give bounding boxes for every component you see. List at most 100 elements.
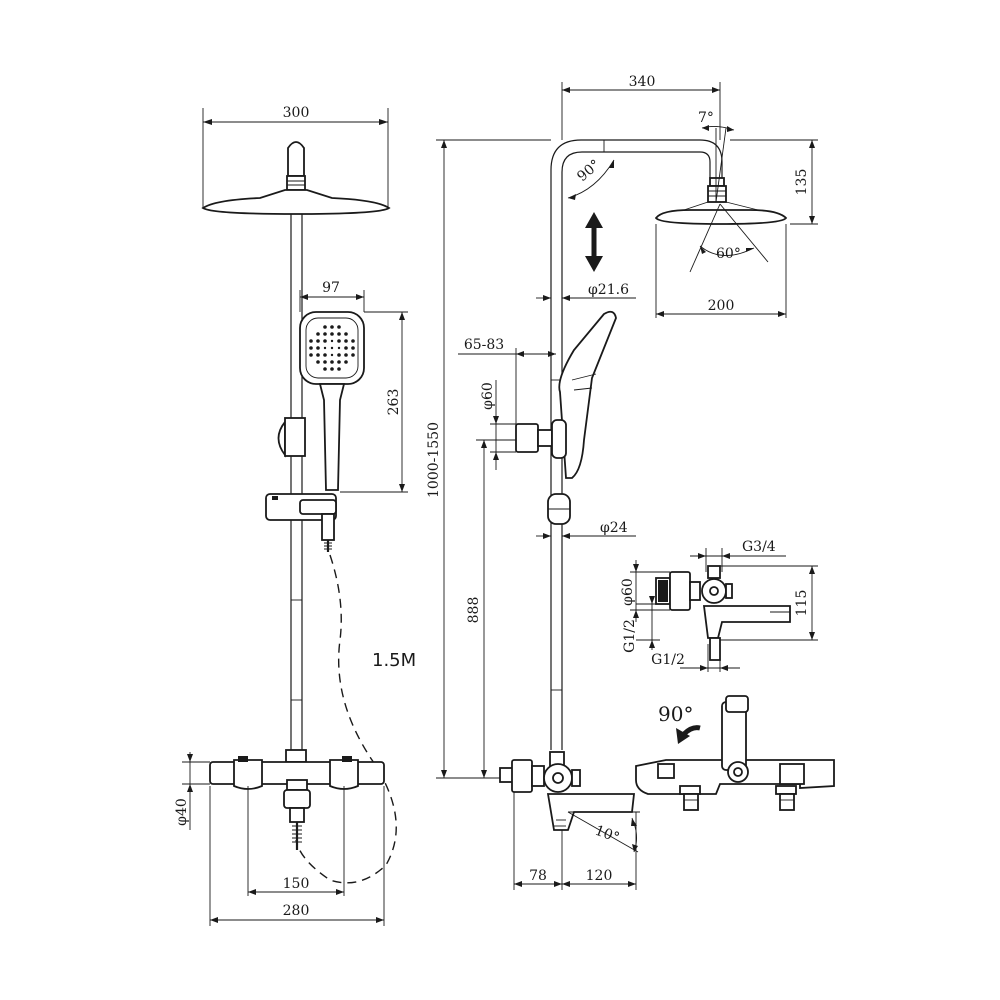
label-detail-height: 115: [794, 590, 810, 617]
nozzle-dot: [316, 353, 320, 357]
nozzle-dot: [351, 353, 355, 357]
mixer-body-front: [209, 749, 385, 850]
label-arm-angle: 90°: [574, 157, 603, 185]
nozzle-dot: [337, 325, 341, 329]
nozzle-dot: [330, 346, 334, 350]
nozzle-dot: [344, 360, 348, 364]
dim-spout: 78 120: [513, 792, 637, 890]
spout-angle-annotation: 10°: [567, 811, 640, 853]
label-spout-depth: 78: [529, 868, 547, 884]
label-mixer-width: 280: [283, 903, 310, 919]
hand-shower-nozzles: [309, 325, 355, 371]
label-inlet-height: 888: [466, 597, 482, 624]
nozzle-dot: [330, 360, 334, 364]
nozzle-dot: [323, 339, 327, 343]
dim-pipe-diameter-top: φ21.6: [536, 282, 636, 301]
front-view: 300 97: [174, 105, 416, 926]
slider-side: [547, 493, 571, 525]
riser-and-arm-side: [550, 139, 727, 750]
label-total-height: 1000-1550: [426, 422, 442, 498]
spray-angle-annotation: 60°: [689, 203, 769, 273]
dim-inlet-height: 888: [466, 439, 516, 778]
label-spout-length: 120: [586, 868, 613, 884]
overhead-shower-front: [201, 141, 391, 215]
arm-angle-annotation: 90°: [567, 157, 615, 200]
nozzle-dot: [330, 325, 334, 329]
nozzle-dot: [309, 353, 313, 357]
dim-arm-length: 340: [561, 74, 721, 140]
nozzle-dot: [323, 332, 327, 336]
nozzle-dot: [351, 346, 355, 350]
label-pipe-diameter-top: φ21.6: [588, 282, 629, 298]
label-mixer-diameter: φ40: [174, 798, 190, 826]
dim-mixer-diameter: φ40: [174, 752, 210, 830]
wall-bracket-front: [277, 417, 306, 458]
dim-bracket-diameter: φ60: [480, 380, 516, 470]
height-adjust-arrow: [585, 212, 603, 272]
nozzle-dot: [337, 360, 341, 364]
label-spout-angle: 10°: [593, 823, 622, 847]
label-detail-diameter: φ60: [620, 578, 636, 606]
nozzle-dot: [316, 332, 320, 336]
nozzle-dot: [316, 360, 320, 364]
nozzle-dot: [344, 332, 348, 336]
wall-bracket-side: [515, 419, 567, 459]
dim-handshower-width: 97: [299, 280, 365, 312]
side-view: 340 90° 7°: [426, 74, 818, 890]
nozzle-dot: [330, 332, 334, 336]
nozzle-dot: [309, 339, 313, 343]
detail-view-handle-rotation: 90°: [635, 695, 835, 811]
dim-head-diameter: 200: [655, 224, 787, 318]
head-tilt-annotation: 7°: [698, 110, 735, 203]
nozzle-dot: [309, 346, 313, 350]
label-thread-top: G3/4: [742, 539, 776, 555]
nozzle-dot: [316, 346, 320, 350]
nozzle-dot: [323, 353, 327, 357]
label-handshower-height: 263: [386, 389, 402, 416]
hose-dashed: [295, 554, 397, 884]
nozzle-dot: [337, 346, 341, 350]
nozzle-dot: [337, 339, 341, 343]
dim-mixer-width: 280: [209, 786, 385, 926]
nozzle-dot: [344, 339, 348, 343]
dim-arm-height: 135: [730, 139, 818, 225]
label-slider-diameter: φ24: [600, 520, 628, 536]
label-arm-length: 340: [629, 74, 656, 90]
nozzle-dot: [351, 339, 355, 343]
label-bracket-diameter: φ60: [480, 382, 496, 410]
nozzle-dot: [344, 346, 348, 350]
label-head-diameter: 200: [708, 298, 735, 314]
nozzle-dot: [323, 367, 327, 371]
label-handle-rotation: 90°: [658, 702, 693, 726]
nozzle-dot: [330, 339, 334, 343]
mixer-body-side: [499, 751, 636, 831]
label-thread-side: G1/2: [622, 619, 638, 653]
detail-view-mixer: G3/4 φ60 115 G1/2: [620, 539, 818, 672]
label-bracket-range: 65-83: [464, 337, 504, 353]
label-head-width-front: 300: [283, 105, 310, 121]
label-thread-bottom: G1/2: [651, 652, 685, 668]
dim-head-width-front: 300: [202, 105, 389, 208]
dim-handshower-height: 263: [340, 311, 408, 493]
nozzle-dot: [316, 339, 320, 343]
nozzle-dot: [344, 353, 348, 357]
nozzle-dot: [337, 367, 341, 371]
nozzle-dot: [337, 332, 341, 336]
nozzle-dot: [337, 353, 341, 357]
hand-shower-side: [558, 310, 617, 479]
dim-slider-diameter: φ24: [536, 520, 636, 539]
slider-holder-front: [265, 493, 337, 552]
label-inlet-spacing: 150: [283, 876, 310, 892]
nozzle-dot: [330, 367, 334, 371]
label-hose-length: 1.5M: [372, 650, 416, 671]
label-arm-height: 135: [794, 169, 810, 196]
nozzle-dot: [323, 325, 327, 329]
overhead-shower-side: [654, 201, 788, 225]
hand-shower-front: [299, 311, 365, 491]
label-head-tilt: 7°: [698, 110, 714, 126]
nozzle-dot: [323, 346, 327, 350]
label-handshower-width: 97: [322, 280, 340, 296]
dim-total-height: 1000-1550: [426, 139, 551, 779]
dim-bracket-range: 65-83: [458, 337, 556, 424]
